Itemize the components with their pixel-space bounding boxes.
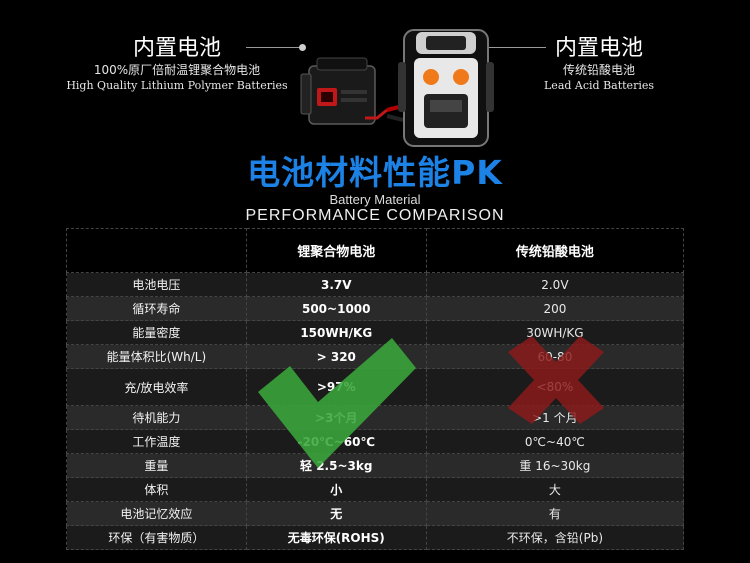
left-product-subtitle-en: High Quality Lithium Polymer Batteries [66, 79, 288, 92]
lead-value: >1 个月 [425, 405, 685, 430]
table-row: 体积 小 大 [66, 477, 685, 502]
row-label: 能量密度 [66, 320, 247, 345]
right-leader-line [480, 47, 546, 48]
column-header-lead: 传统铅酸电池 [425, 228, 685, 273]
row-label: 待机能力 [66, 405, 247, 430]
hero-section: 内置电池 100%原厂倍耐温锂聚合物电池 High Quality Lithiu… [0, 0, 750, 155]
lithium-value: 小 [245, 477, 427, 502]
table-row: 充/放电效率 >97% <80% [66, 368, 685, 406]
lead-value: 不环保，含铅(Pb) [425, 525, 685, 550]
left-product-subtitle-cn: 100%原厂倍耐温锂聚合物电池 [93, 63, 261, 77]
heading-en-line2: PERFORMANCE COMPARISON [245, 207, 505, 224]
lead-value: 0℃~40℃ [425, 429, 685, 454]
table-row: 待机能力 >3个月 >1 个月 [66, 405, 685, 430]
left-leader-dot [299, 44, 306, 51]
lithium-value: 轻 2.5~3kg [245, 453, 427, 478]
row-label: 工作温度 [66, 429, 247, 454]
table-row: 环保（有害物质） 无毒环保(ROHS) 不环保，含铅(Pb) [66, 525, 685, 550]
row-label: 重量 [66, 453, 247, 478]
table-row: 电池电压 3.7V 2.0V [66, 272, 685, 297]
lithium-value: 3.7V [245, 272, 427, 297]
table-row: 电池记忆效应 无 有 [66, 501, 685, 526]
row-label: 循环寿命 [66, 296, 247, 321]
lead-acid-battery-image [398, 29, 494, 147]
right-product-caption: 内置电池 传统铅酸电池 Lead Acid Batteries [528, 36, 670, 93]
lithium-value: >97% [245, 368, 427, 406]
left-product-title: 内置电池 [132, 36, 221, 61]
lead-value: 30WH/KG [425, 320, 685, 345]
row-label: 能量体积比(Wh/L) [66, 344, 247, 369]
lead-value: 2.0V [425, 272, 685, 297]
lead-value: 200 [425, 296, 685, 321]
table-header-row: 锂聚合物电池 传统铅酸电池 [66, 228, 685, 273]
row-label: 电池记忆效应 [66, 501, 247, 526]
lithium-value: > 320 [245, 344, 427, 369]
row-label: 体积 [66, 477, 247, 502]
left-leader-line [246, 47, 302, 48]
row-label: 环保（有害物质） [66, 525, 247, 550]
table-row: 重量 轻 2.5~3kg 重 16~30kg [66, 453, 685, 478]
lead-value: 60-80 [425, 344, 685, 369]
lithium-value: 无毒环保(ROHS) [245, 525, 427, 550]
comparison-table: 锂聚合物电池 传统铅酸电池 电池电压 3.7V 2.0V 循环寿命 500~10… [66, 228, 685, 550]
table-row: 工作温度 -20℃~60℃ 0℃~40℃ [66, 429, 685, 454]
lithium-value: >3个月 [245, 405, 427, 430]
row-label: 电池电压 [66, 272, 247, 297]
right-product-subtitle-en: Lead Acid Batteries [544, 79, 654, 92]
lead-value: 有 [425, 501, 685, 526]
table-row: 循环寿命 500~1000 200 [66, 296, 685, 321]
lead-value: 重 16~30kg [425, 453, 685, 478]
lithium-value: 500~1000 [245, 296, 427, 321]
row-label: 充/放电效率 [66, 368, 247, 406]
lead-value: 大 [425, 477, 685, 502]
lithium-value: 150WH/KG [245, 320, 427, 345]
column-header-feature [66, 228, 247, 273]
lithium-value: 无 [245, 501, 427, 526]
table-row: 能量密度 150WH/KG 30WH/KG [66, 320, 685, 345]
lithium-value: -20℃~60℃ [245, 429, 427, 454]
heading-en-line1: Battery Material [329, 192, 421, 207]
right-product-title: 内置电池 [554, 36, 643, 61]
right-product-subtitle-cn: 传统铅酸电池 [562, 63, 635, 77]
column-header-lithium: 锂聚合物电池 [245, 228, 427, 273]
table-row: 能量体积比(Wh/L) > 320 60-80 [66, 344, 685, 369]
lead-value: <80% [425, 368, 685, 406]
left-product-caption: 内置电池 100%原厂倍耐温锂聚合物电池 High Quality Lithiu… [58, 36, 296, 93]
heading-cn: 电池材料性能PK [247, 153, 503, 192]
lithium-battery-image [300, 57, 404, 125]
